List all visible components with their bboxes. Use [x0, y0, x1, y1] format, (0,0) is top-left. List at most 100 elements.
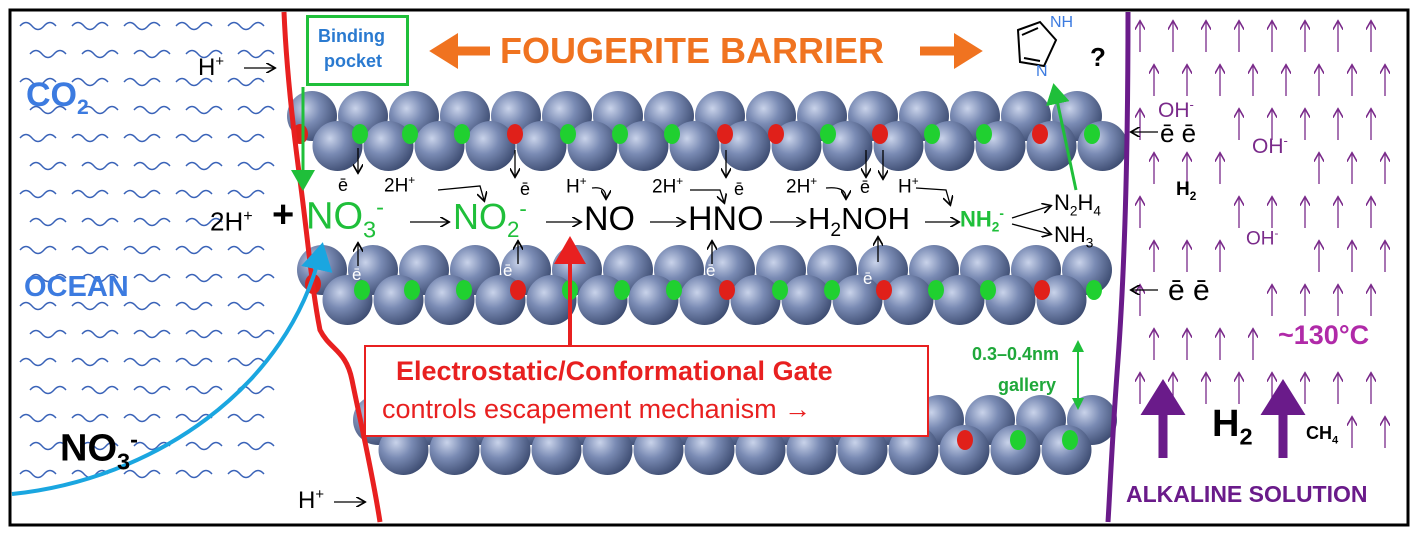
green-site-dot — [456, 280, 472, 300]
green-site-dot — [352, 124, 368, 144]
ocean-wave — [237, 441, 275, 451]
ocean-wave — [29, 385, 67, 395]
ocean-wave — [123, 469, 161, 479]
red-site-dot — [719, 280, 735, 300]
binding-pocket-box — [306, 15, 409, 86]
imidazole-molecule — [1016, 20, 1058, 68]
green-site-dot — [402, 124, 418, 144]
temperature-label: ~130°C — [1278, 320, 1370, 350]
electron-label-3: ē — [734, 179, 745, 199]
question-mark: ? — [1090, 42, 1106, 72]
green-site-dot — [924, 124, 940, 144]
h2-big-label: H2 — [1212, 403, 1253, 450]
layer-sphere — [1041, 425, 1092, 475]
barrier-boundary-line — [281, 11, 383, 523]
ocean-wave — [71, 245, 109, 255]
ocean-wave — [185, 161, 223, 171]
ocean-wave — [81, 385, 119, 395]
ocean-wave — [227, 413, 265, 423]
ocean-wave — [133, 105, 171, 115]
ocean-wave — [29, 441, 67, 451]
green-site-dot — [928, 280, 944, 300]
layer-sphere — [990, 425, 1041, 475]
layer-sphere — [312, 121, 363, 171]
ocean-wave — [133, 217, 171, 227]
electron-label-6: ē — [503, 261, 513, 280]
barrier-title: FOUGERITE BARRIER — [500, 30, 885, 71]
ocean-wave — [185, 273, 223, 283]
green-site-dot — [560, 124, 576, 144]
ocean-wave — [71, 189, 109, 199]
green-site-dot — [612, 124, 628, 144]
no-label: NO — [584, 200, 635, 238]
h-plus-top-label: H+ — [198, 54, 225, 81]
green-site-dot — [980, 280, 996, 300]
ocean-wave — [227, 189, 265, 199]
layer-sphere — [465, 121, 516, 171]
ocean-wave — [185, 105, 223, 115]
ocean-wave — [185, 217, 223, 227]
layer-sphere — [888, 425, 939, 475]
ocean-wave — [237, 105, 275, 115]
imidazole-n-label: N — [1036, 63, 1048, 80]
green-site-dot — [824, 280, 840, 300]
nh2-label: NH2- — [960, 206, 1004, 235]
green-site-dot — [1086, 280, 1102, 300]
layer-sphere — [531, 425, 582, 475]
layer-sphere — [883, 275, 934, 325]
ocean-wave — [29, 329, 67, 339]
h-plus-small-1: H+ — [566, 175, 587, 198]
layer-sphere — [730, 275, 781, 325]
ocean-wave — [175, 301, 213, 311]
gallery-arrow-head-bottom — [1072, 398, 1084, 410]
oh-label-3: OH- — [1246, 227, 1279, 250]
ocean-wave — [19, 469, 57, 479]
layer-sphere — [480, 425, 531, 475]
ocean-wave — [19, 245, 57, 255]
ocean-label: OCEAN — [24, 271, 129, 303]
ocean-wave — [227, 357, 265, 367]
electron-label-2: ē — [520, 179, 531, 199]
ocean-wave — [185, 329, 223, 339]
ocean-wave — [185, 385, 223, 395]
ocean-wave — [123, 301, 161, 311]
ocean-wave — [19, 77, 57, 87]
green-site-dot — [454, 124, 470, 144]
electron-label-7: ē — [706, 261, 716, 280]
alkaline-solution-label: ALKALINE SOLUTION — [1126, 481, 1368, 507]
ocean-wave — [19, 21, 57, 31]
ocean-wave — [29, 217, 67, 227]
oh-label-2: OH- — [1252, 133, 1288, 158]
ocean-wave — [19, 133, 57, 143]
ocean-wave — [71, 21, 109, 31]
electron-label-5: ē — [352, 265, 362, 284]
layer-sphere — [786, 425, 837, 475]
green-site-dot — [614, 280, 630, 300]
red-site-dot — [1034, 280, 1050, 300]
ocean-wave — [133, 161, 171, 171]
ocean-wave — [175, 245, 213, 255]
green-site-dot — [664, 124, 680, 144]
ocean-wave — [123, 21, 161, 31]
no2-label: NO2- — [453, 196, 527, 243]
green-site-dot — [354, 280, 370, 300]
layer-sphere — [735, 425, 786, 475]
green-site-dot — [772, 280, 788, 300]
ocean-wave — [123, 133, 161, 143]
ocean-wave — [19, 357, 57, 367]
h2noh-label: H2NOH — [808, 201, 910, 242]
ocean-wave — [175, 469, 213, 479]
ocean-wave — [227, 133, 265, 143]
green-site-dot — [666, 280, 682, 300]
green-site-dot — [976, 124, 992, 144]
red-site-dot — [876, 280, 892, 300]
red-site-dot — [510, 280, 526, 300]
layer-sphere — [985, 275, 1036, 325]
ocean-wave — [133, 273, 171, 283]
electron-label-1: ē — [338, 175, 349, 195]
layer-sphere — [669, 121, 720, 171]
imidazole-nh-label: NH — [1050, 14, 1074, 31]
ocean-wave — [237, 49, 275, 59]
ocean-wave — [29, 161, 67, 171]
ocean-wave — [81, 441, 119, 451]
